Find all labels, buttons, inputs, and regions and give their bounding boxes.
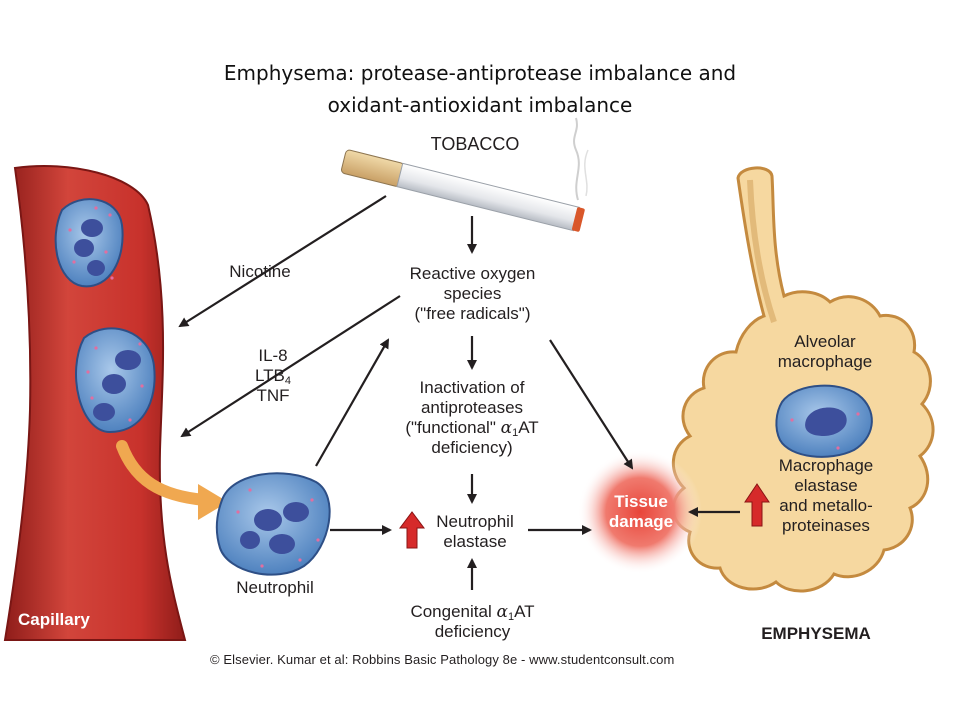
ros-label: Reactive oxygen species ("free radicals"…	[380, 264, 565, 324]
migration-arrow	[116, 440, 211, 506]
tissue-damage-glow	[578, 450, 702, 574]
ltb4-label: LTB4	[254, 366, 292, 387]
tnf-label: TNF	[256, 386, 290, 405]
tobacco-label: TOBACCO	[430, 134, 520, 154]
macrophage-elastase-label: Macrophage elastase and metallo- protein…	[778, 456, 874, 535]
neutrophil-label: Neutrophil	[236, 578, 314, 597]
congenital-label: Congenital α1AT deficiency	[410, 602, 535, 641]
tissue-damage-label: Tissue damage	[608, 492, 674, 531]
neutrophil-elastase-label: Neutrophil elastase	[436, 512, 514, 551]
emphysema-label: EMPHYSEMA	[761, 624, 871, 643]
alveolus	[671, 166, 935, 593]
increase-arrow-macrophage	[744, 483, 770, 527]
mediators-label: IL-8 LTB4 TNF	[238, 346, 308, 406]
inact-line4: deficiency)	[431, 438, 513, 457]
vessel-cell-upper	[54, 198, 124, 288]
inact-line3: ("functional" α1AT	[405, 418, 539, 439]
increase-arrow-neutrophil	[399, 511, 425, 549]
ros-line3: ("free radicals")	[414, 304, 531, 323]
copyright-footer: © Elsevier. Kumar et al: Robbins Basic P…	[210, 652, 675, 667]
inact-line2: antiproteases	[420, 398, 524, 417]
ros-line2: species	[443, 284, 502, 303]
nicotine-label: Nicotine	[229, 262, 291, 281]
page-title-line1: Emphysema: protease-antiprotease imbalan…	[223, 61, 737, 85]
il8-label: IL-8	[258, 346, 288, 365]
vessel-cell-lower	[75, 327, 156, 434]
inact-line1: Inactivation of	[419, 378, 525, 397]
capillary-label: Capillary	[18, 610, 90, 629]
inactivation-label: Inactivation of antiproteases ("function…	[372, 378, 572, 458]
pathway-arrows	[178, 195, 740, 590]
ros-line1: Reactive oxygen	[409, 264, 536, 283]
alveolar-macrophage-label: Alveolar macrophage	[777, 332, 873, 371]
page-title-line2: oxidant-antioxidant imbalance	[327, 93, 633, 117]
neutrophil-cell	[215, 472, 331, 576]
cigarette	[341, 117, 589, 232]
macrophage-cell	[775, 384, 873, 458]
